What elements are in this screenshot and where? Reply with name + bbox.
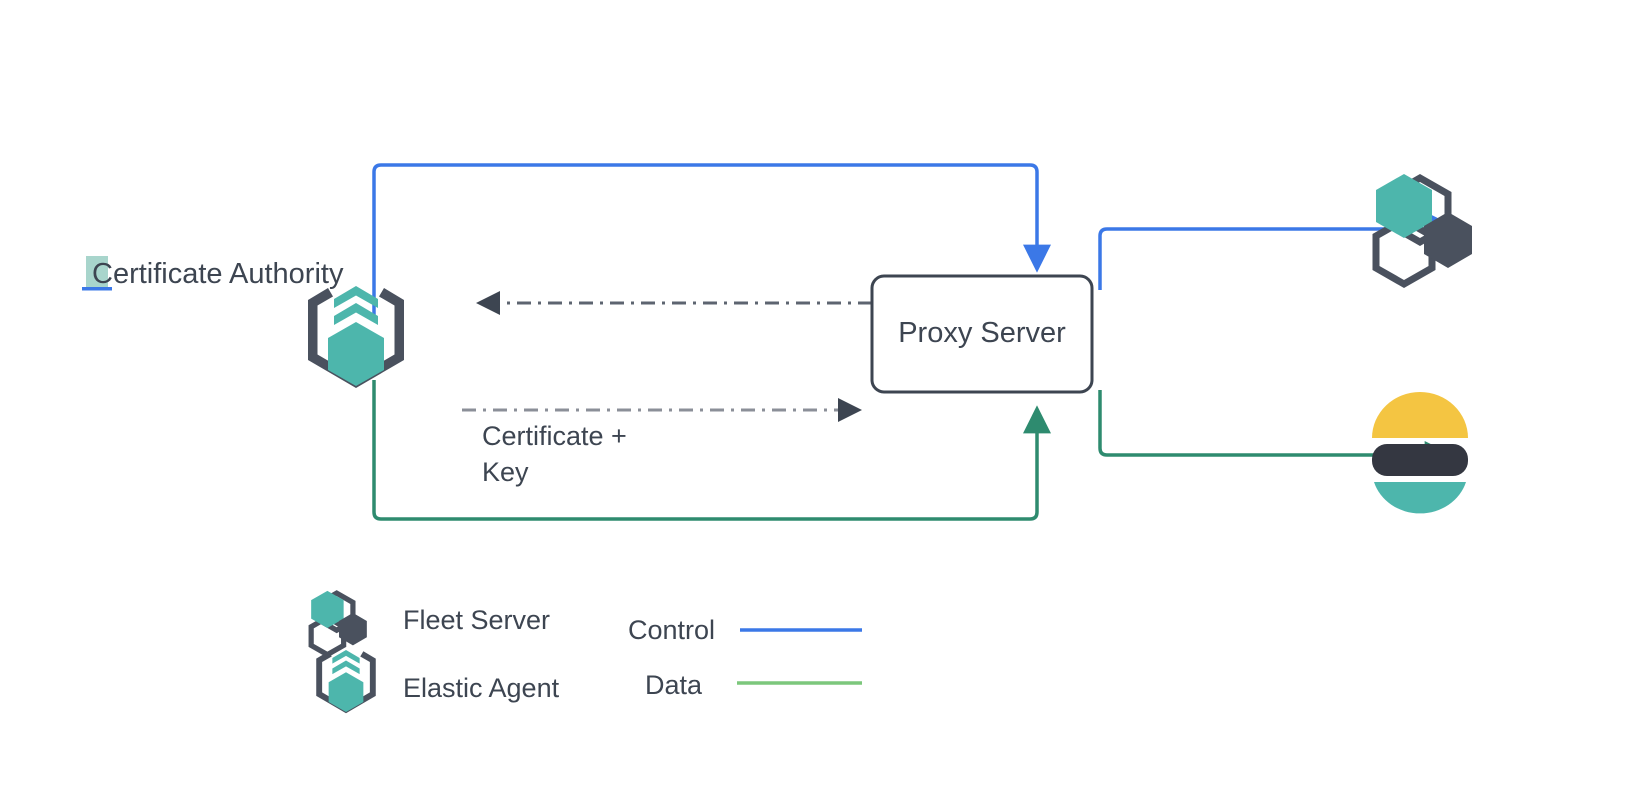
edge-label-certificate-key-line1: Certificate + xyxy=(482,421,627,451)
title-highlight-block xyxy=(86,256,108,288)
node-label-proxy-server: Proxy Server xyxy=(898,317,1066,349)
title-underline-accent xyxy=(82,287,112,291)
edge-data-agent-to-proxy xyxy=(372,380,1051,521)
edge-control-proxy-to-fleet xyxy=(1098,215,1460,290)
node-proxy-server-box[interactable] xyxy=(870,274,1094,394)
edge-data-proxy-to-elasticsearch xyxy=(1098,390,1453,469)
legend-label-data: Data xyxy=(645,670,703,700)
legend-label-fleet-server: Fleet Server xyxy=(403,605,550,635)
edge-control-agent-to-proxy xyxy=(372,163,1051,320)
node-label-certificate-authority: Certificate Authority xyxy=(92,258,344,290)
elasticsearch-icon xyxy=(1372,392,1468,514)
fleet-server-icon xyxy=(1372,173,1472,289)
legend-icon-elastic-agent xyxy=(316,649,376,714)
legend-icon-fleet-server xyxy=(308,590,367,658)
edge-label-certificate-key-line2: Key xyxy=(482,457,529,487)
legend-label-control: Control xyxy=(628,615,715,645)
legend-label-elastic-agent: Elastic Agent xyxy=(403,673,560,703)
elastic-agent-icon xyxy=(308,286,404,388)
